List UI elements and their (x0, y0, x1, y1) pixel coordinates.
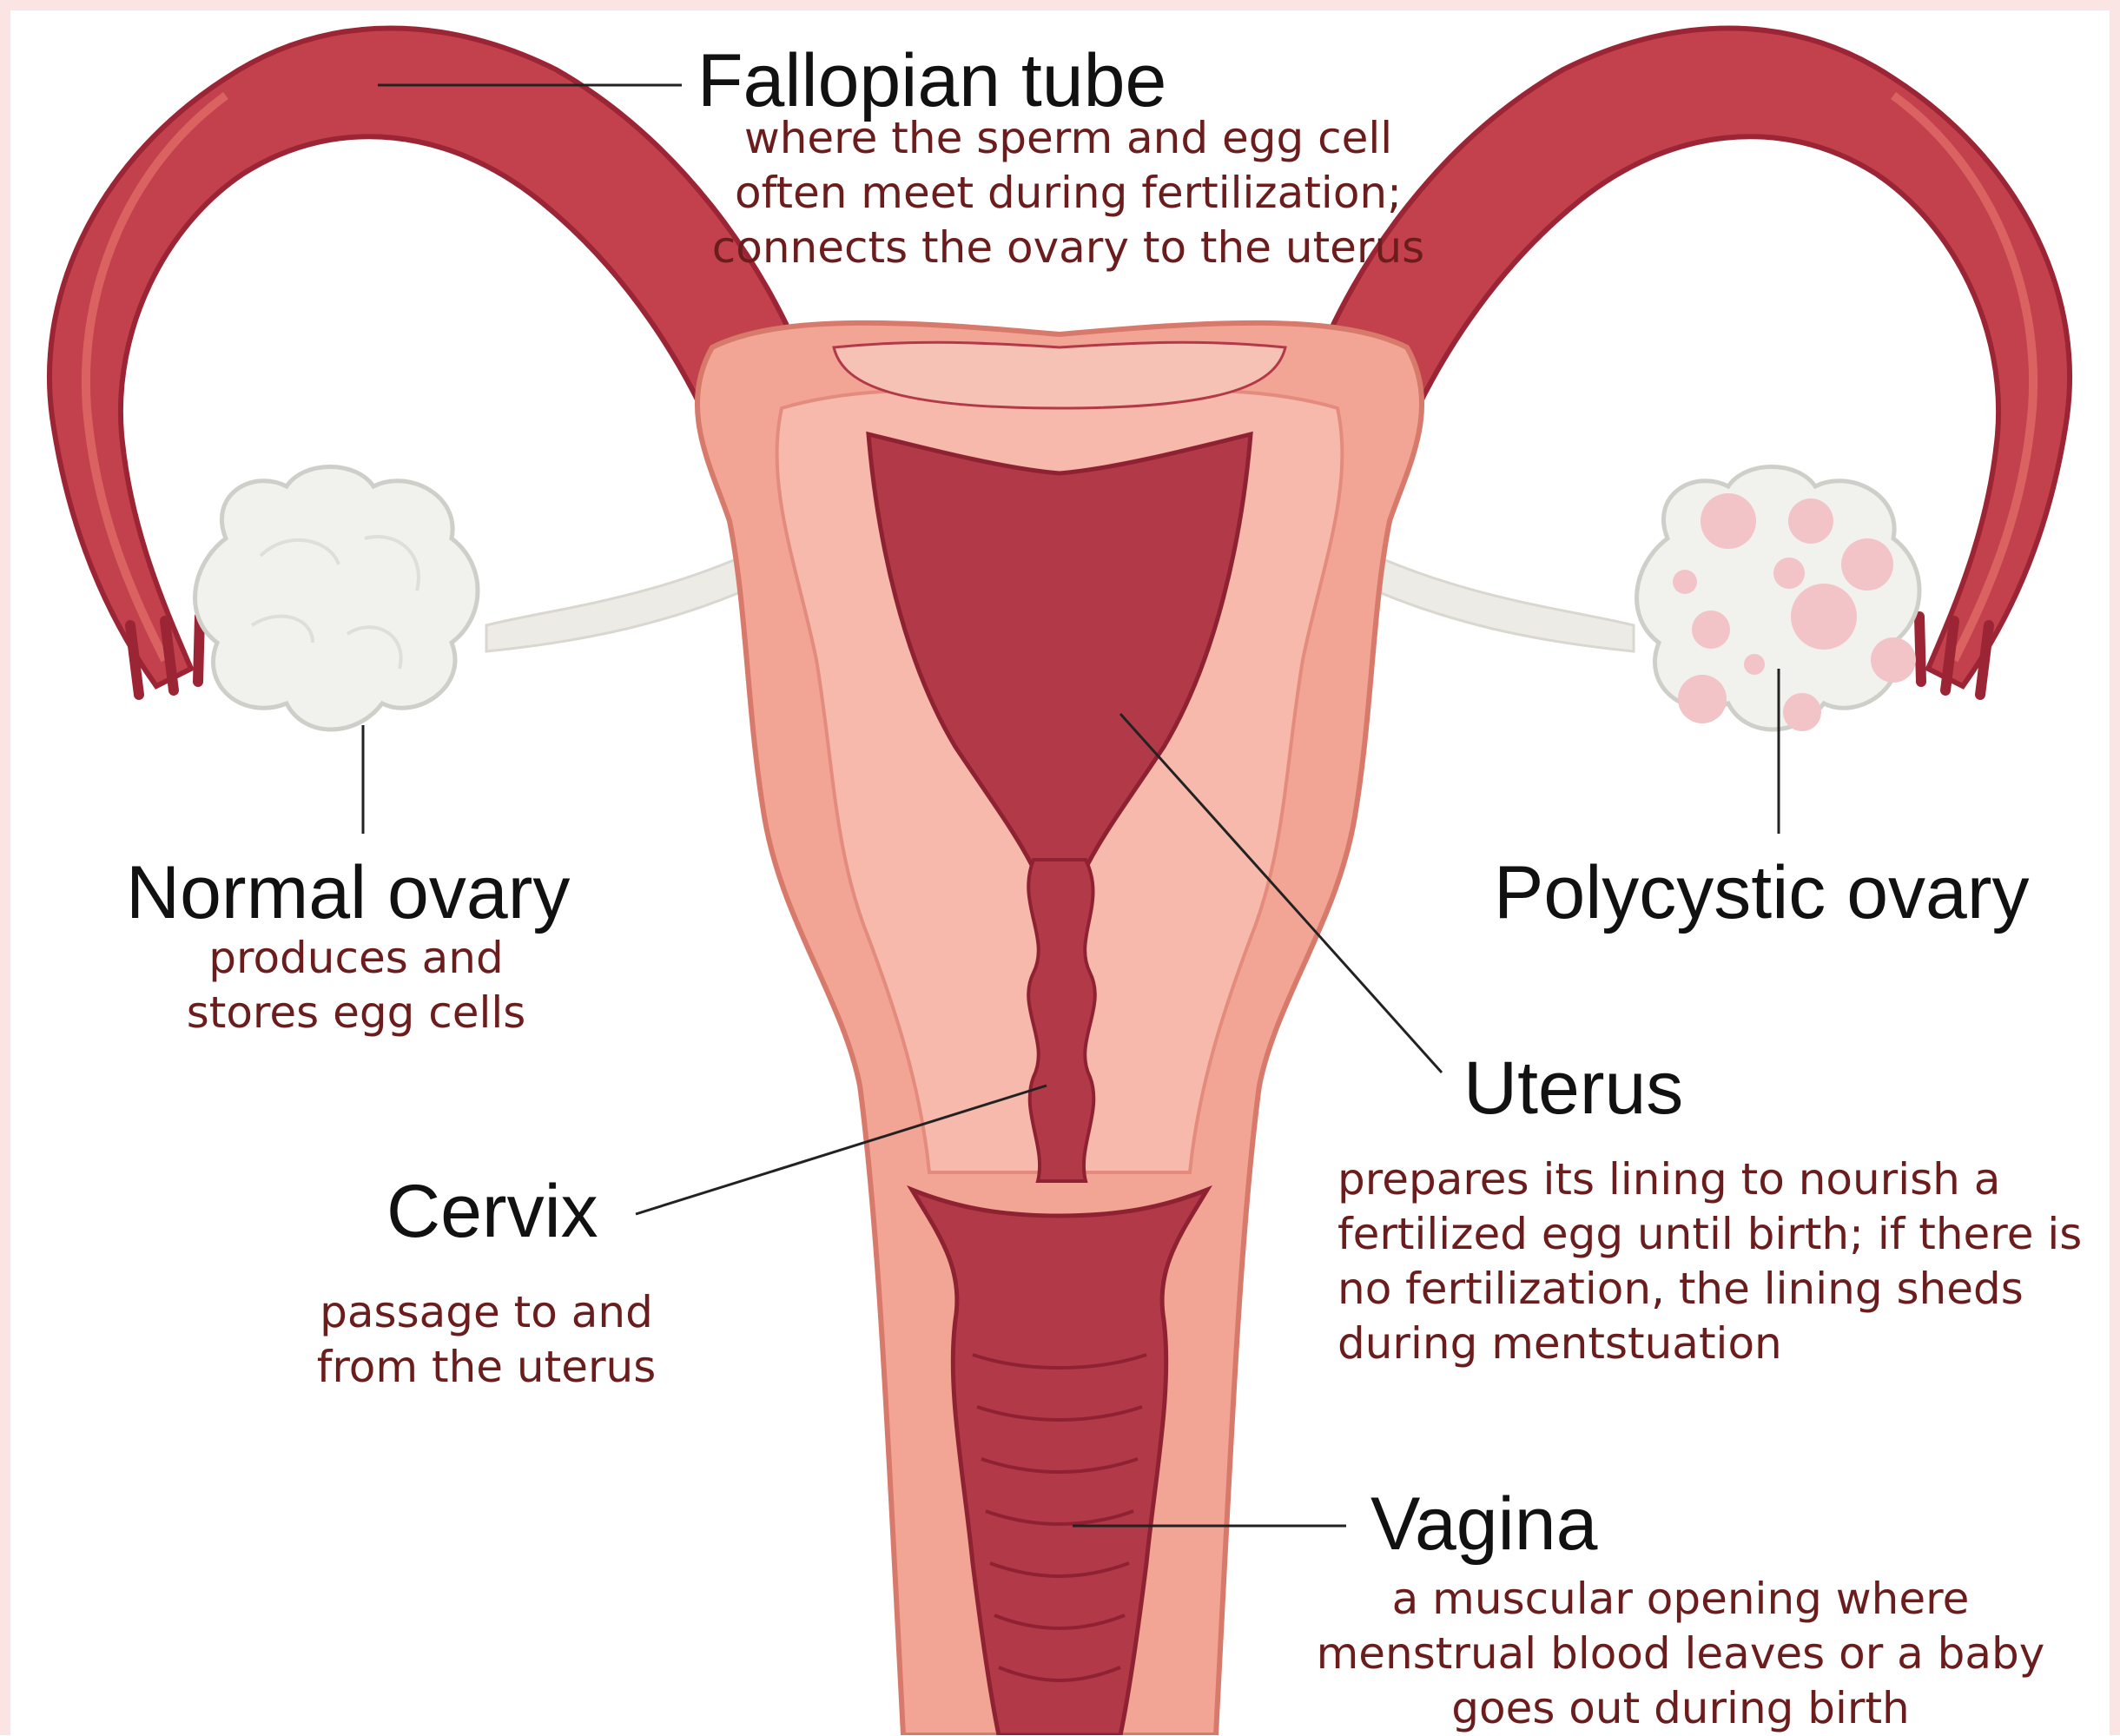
cervix-title: Cervix (386, 1174, 598, 1249)
description-line: goes out during birth (1277, 1681, 2084, 1736)
description-line: produces and (139, 931, 573, 986)
vagina-title: Vagina (1370, 1487, 1597, 1561)
fallopian-tube-title: Fallopian tube (697, 43, 1166, 118)
description-line: stores egg cells (139, 986, 573, 1040)
cervical-canal (1028, 860, 1095, 1181)
description-line: often meet during fertilization; (686, 166, 1450, 221)
polycystic-ovary-title: Polycystic ovary (1494, 855, 2030, 930)
cervix-description: passage to and from the uterus (295, 1285, 677, 1395)
description-line: menstrual blood leaves or a baby (1277, 1627, 2084, 1681)
fallopian-tube-description: where the sperm and egg cell often meet … (686, 111, 1450, 275)
description-line: connects the ovary to the uterus (686, 221, 1450, 275)
description-line: fertilized egg until birth; if there is (1337, 1207, 2102, 1262)
normal-ovary-title: Normal ovary (126, 855, 570, 930)
description-line: a muscular opening where (1277, 1572, 2084, 1627)
uterus-description: prepares its lining to nourish a fertili… (1337, 1152, 2102, 1371)
description-line: no fertilization, the lining sheds (1337, 1262, 2102, 1317)
description-line: where the sperm and egg cell (686, 111, 1450, 166)
normal-ovary (195, 467, 478, 730)
description-line: during mentstuation (1337, 1317, 2102, 1371)
description-line: prepares its lining to nourish a (1337, 1152, 2102, 1207)
description-line: from the uterus (295, 1340, 677, 1395)
vagina-description: a muscular opening where menstrual blood… (1277, 1572, 2084, 1736)
uterus-title: Uterus (1463, 1051, 1683, 1125)
normal-ovary-description: produces and stores egg cells (139, 931, 573, 1040)
description-line: passage to and (295, 1285, 677, 1340)
